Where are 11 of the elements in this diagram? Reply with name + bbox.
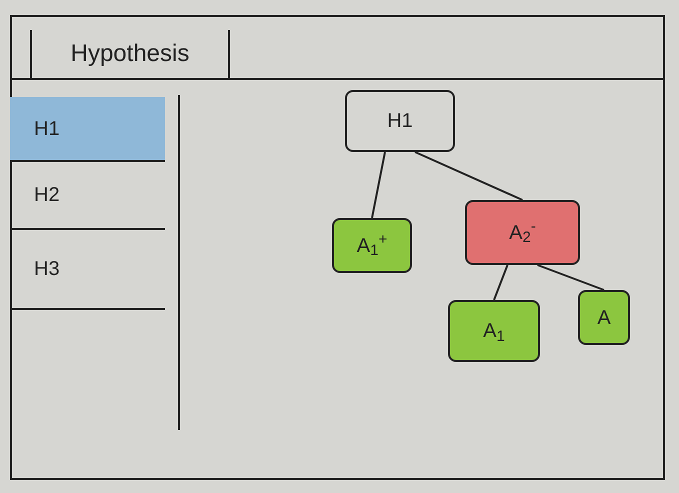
tab: Hypothesis (30, 30, 230, 78)
tree-node: A$_{1}$ (448, 300, 540, 362)
connector-line (537, 264, 604, 291)
connector-line (414, 151, 523, 201)
list-item: H1 (10, 97, 165, 162)
tree-node: A (578, 290, 630, 345)
list-item: H3 (10, 230, 165, 310)
list-item: H2 (10, 162, 165, 230)
connector-line (493, 264, 508, 300)
connector-line (371, 152, 386, 218)
tree-node: H1 (345, 90, 455, 152)
